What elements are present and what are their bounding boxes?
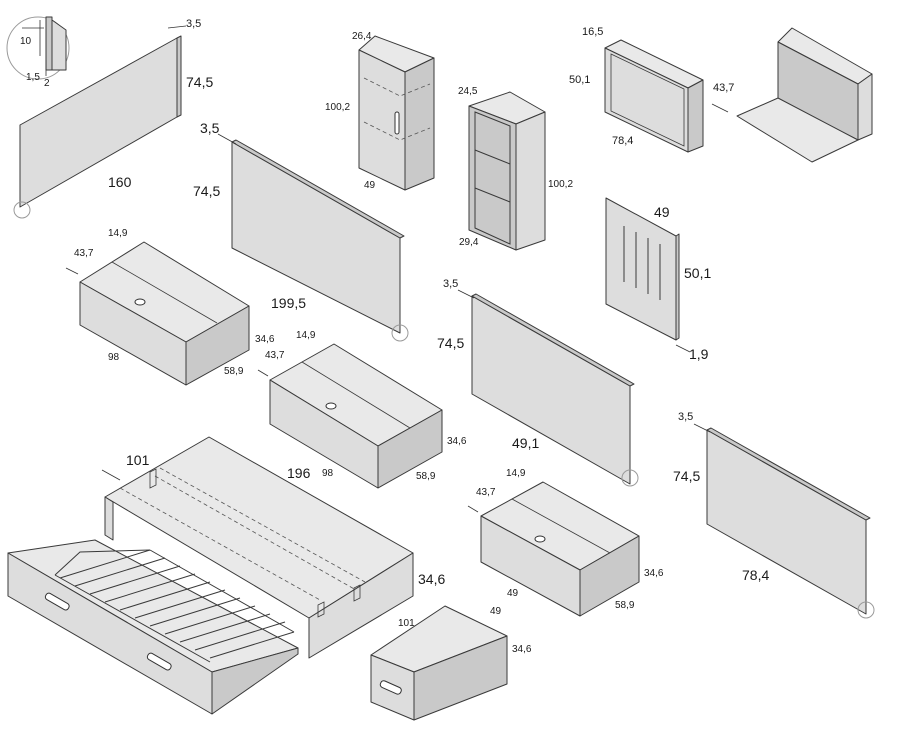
drawer-box-height: 34,6: [512, 644, 532, 655]
drawer-box: 101 49 34,6: [370, 605, 532, 721]
edge-detail-callout: 10 1,5 2: [6, 16, 70, 89]
chest-2-top-depth: 14,9: [296, 330, 316, 341]
panel-491-face: [471, 295, 631, 485]
headboard-panel-199: 3,5 74,5 199,5: [193, 120, 409, 342]
desk-open-worktop: [736, 97, 859, 163]
chest-3-top-depth: 14,9: [506, 468, 526, 479]
trundle-bed: 101 196 34,6: [7, 436, 445, 715]
headboard-panel-160: 3,5 74,5 160: [13, 18, 213, 219]
panel-160-height: 74,5: [186, 74, 213, 90]
panel-199-width: 199,5: [271, 295, 306, 311]
chest-3-width: 49: [507, 588, 519, 599]
chest-1-width: 98: [108, 352, 120, 363]
trundle-handle-2: [146, 652, 172, 671]
bed-length: 196: [287, 465, 311, 481]
chest-1-top-depth: 14,9: [108, 228, 128, 239]
chest-2-grip: [325, 402, 337, 410]
bed-height: 34,6: [418, 571, 445, 587]
panel-491-thickness: 3,5: [443, 278, 458, 290]
desk-closed-height: 50,1: [569, 74, 590, 86]
bed-end-panel: [308, 552, 414, 659]
headboard-panel-491: 3,5 74,5 49,1: [437, 278, 639, 487]
panel-784-thickness: 3,5: [678, 411, 693, 423]
cabinet-handle: [394, 111, 400, 135]
panel-491-height: 74,5: [437, 335, 464, 351]
panel-199-height: 74,5: [193, 183, 220, 199]
drawer-box-width: 101: [398, 618, 415, 629]
storage-chest-2: 14,9 43,7 98 34,6 58,9: [257, 330, 467, 489]
chest-3-side: 58,9: [615, 600, 635, 611]
open-bookcase: 24,5 100,2 29,4: [458, 86, 573, 251]
slatted-panel-width: 49: [654, 204, 670, 220]
chest-1-depth: 43,7: [74, 248, 94, 259]
desk-closed-width: 78,4: [612, 135, 633, 147]
panel-160-width: 160: [108, 174, 132, 190]
chest-2-depth: 43,7: [265, 350, 285, 361]
slatted-back-panel: 49 50,1 1,9: [605, 197, 711, 362]
panel-491-width: 49,1: [512, 435, 539, 451]
drawer-box-handle: [379, 680, 402, 695]
chest-1-height: 34,6: [255, 334, 275, 345]
cabinet-width: 49: [364, 180, 376, 191]
chest-3-depth: 43,7: [476, 487, 496, 498]
bookcase-width: 29,4: [459, 237, 479, 248]
cabinet-height: 100,2: [325, 102, 350, 113]
detail-edge-profile: [45, 16, 53, 71]
bookcase-depth: 24,5: [458, 86, 478, 97]
glass-door-cabinet: 26,4 100,2 49: [325, 31, 435, 191]
chest-1-side: 58,9: [224, 366, 244, 377]
chest-3-height: 34,6: [644, 568, 664, 579]
detail-label-10: 10: [20, 36, 32, 47]
panel-784-height: 74,5: [673, 468, 700, 484]
slatted-panel-thickness: 1,9: [689, 346, 709, 362]
chest-2-side: 58,9: [416, 471, 436, 482]
panel-160-face: [19, 37, 178, 208]
bookcase-height: 100,2: [548, 179, 573, 190]
wall-desk-closed: 16,5 50,1 78,4: [569, 26, 704, 153]
trundle-slats: [54, 549, 295, 663]
chest-2-height: 34,6: [447, 436, 467, 447]
chest-3-grip: [534, 535, 546, 543]
desk-open-depth: 43,7: [713, 82, 734, 94]
detail-panel-face: [51, 19, 67, 71]
panel-199-thickness: 3,5: [200, 120, 220, 136]
storage-chest-3: 14,9 43,7 49 34,6 58,9: [467, 468, 664, 617]
drawer-box-depth: 49: [490, 606, 502, 617]
detail-label-2: 2: [44, 78, 50, 89]
wall-desk-open: 43,7: [711, 27, 873, 163]
slatted-panel-height: 50,1: [684, 265, 711, 281]
headboard-panel-784: 3,5 74,5 78,4: [673, 411, 875, 619]
chest-1-grip: [134, 298, 146, 306]
panel-160-thickness: 3,5: [186, 18, 201, 30]
trundle-handle-1: [44, 592, 70, 611]
chest-2-width: 98: [322, 468, 334, 479]
bed-width: 101: [126, 452, 150, 468]
panel-784-face: [706, 429, 867, 615]
desk-closed-depth: 16,5: [582, 26, 603, 38]
panel-784-width: 78,4: [742, 567, 769, 583]
detail-circle: [6, 16, 70, 80]
detail-label-1-5: 1,5: [26, 72, 40, 83]
cabinet-depth: 26,4: [352, 31, 372, 42]
storage-chest-1: 14,9 43,7 98 34,6 58,9: [65, 228, 275, 386]
